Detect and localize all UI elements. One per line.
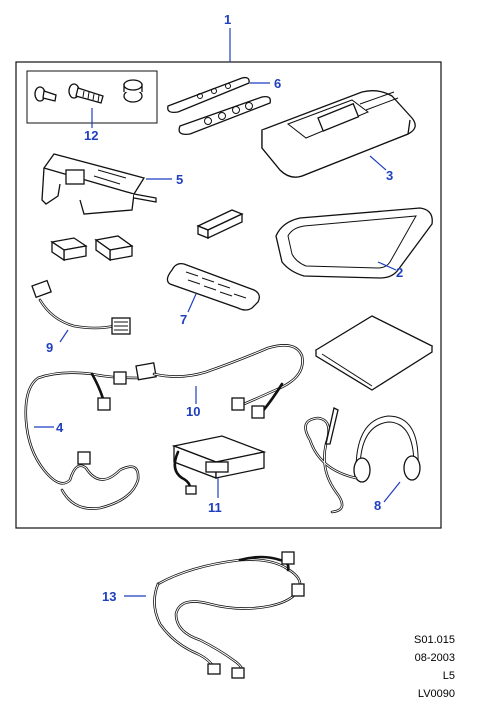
- callout-8: 8: [374, 498, 381, 513]
- callout-6: 6: [274, 76, 281, 91]
- leader-2: [377, 261, 397, 271]
- kit-frame: [15, 61, 442, 529]
- callout-12: 12: [84, 128, 98, 143]
- part-9-harness: 9: [31, 279, 131, 355]
- callout-4: 4: [56, 420, 64, 435]
- part-4-harness: 4: [24, 371, 142, 510]
- clip-nut-icon: [123, 79, 143, 103]
- part-5-bracket: 5: [41, 153, 183, 215]
- part-7-remote: 7: [166, 262, 260, 327]
- figure-id: LV0090: [417, 688, 455, 700]
- callout-7: 7: [180, 312, 187, 327]
- part-8-headphones: 8: [304, 407, 421, 514]
- screw-long-icon: [68, 83, 104, 104]
- part-6-bezels: 6: [167, 76, 281, 135]
- callout-11: 11: [208, 500, 222, 515]
- leader-9: [59, 329, 69, 343]
- part-11-module: 11: [171, 435, 267, 515]
- part-3-console: 3: [261, 90, 416, 183]
- reference-code: S01.015: [414, 634, 455, 646]
- reference-date: 08-2003: [414, 652, 455, 664]
- leader-3: [369, 155, 387, 171]
- callout-10: 10: [186, 404, 200, 419]
- connector-block-right-icon: [94, 235, 134, 262]
- part-13-harness: 13: [102, 551, 305, 679]
- connector-block-center-icon: [196, 209, 244, 240]
- handbook-icon: [314, 315, 434, 391]
- part-2-screen: 2: [275, 207, 433, 280]
- callout-5: 5: [176, 172, 183, 187]
- reference-line3: L5: [442, 670, 455, 682]
- connector-block-left-icon: [50, 237, 88, 262]
- part-12-fixings: 12: [26, 70, 158, 143]
- callout-9: 9: [46, 340, 53, 355]
- screw-short-icon: [34, 86, 57, 102]
- part-10-harness: 10: [135, 344, 304, 419]
- callout-1: 1: [224, 12, 231, 27]
- leader-8: [383, 481, 401, 503]
- callout-2: 2: [396, 265, 403, 280]
- callout-3: 3: [386, 168, 393, 183]
- callout-13: 13: [102, 589, 116, 604]
- leader-7: [187, 293, 197, 313]
